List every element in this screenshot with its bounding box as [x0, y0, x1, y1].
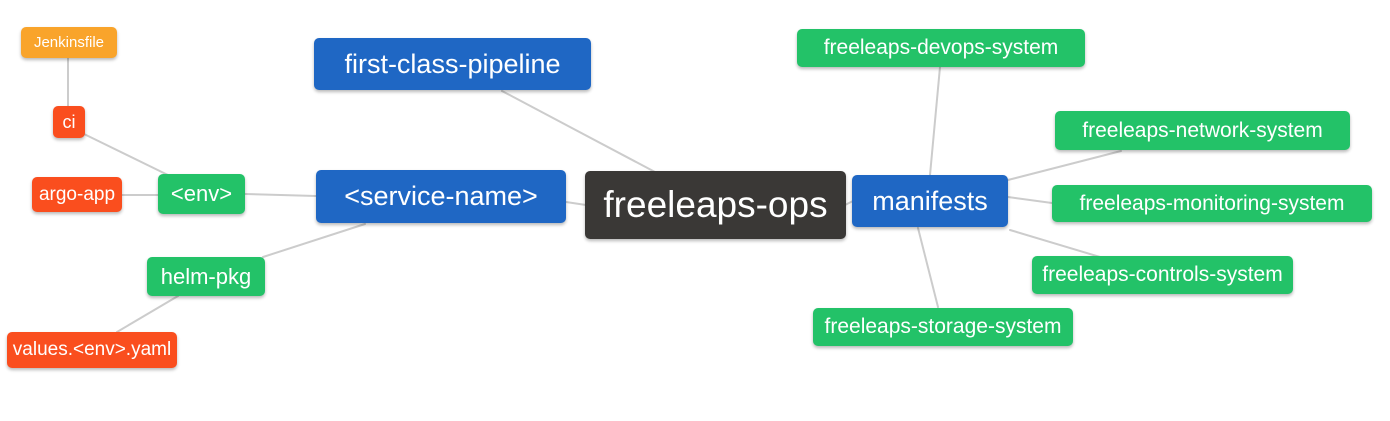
edge-manifests-devops [929, 66, 941, 176]
node-service-name[interactable]: <service-name> [316, 170, 566, 223]
node-env[interactable]: <env> [158, 174, 245, 214]
node-jenkinsfile[interactable]: Jenkinsfile [21, 27, 117, 58]
node-freeleaps-devops-system[interactable]: freeleaps-devops-system [797, 29, 1085, 67]
node-freeleaps-network-system[interactable]: freeleaps-network-system [1055, 111, 1350, 150]
node-argo-app[interactable]: argo-app [32, 177, 122, 212]
node-values-env-yaml[interactable]: values.<env>.yaml [7, 332, 177, 368]
edge-pipeline-ops [501, 90, 656, 173]
node-freeleaps-storage-system[interactable]: freeleaps-storage-system [813, 308, 1073, 346]
edge-helm-service [262, 223, 366, 258]
node-first-class-pipeline[interactable]: first-class-pipeline [314, 38, 591, 90]
node-ci[interactable]: ci [53, 106, 85, 138]
node-freeleaps-ops[interactable]: freeleaps-ops [585, 171, 846, 239]
node-helm-pkg[interactable]: helm-pkg [147, 257, 265, 296]
edge-manifests-monitoring [1007, 196, 1053, 204]
edge-env-service [244, 193, 317, 197]
node-freeleaps-monitoring-system[interactable]: freeleaps-monitoring-system [1052, 185, 1372, 222]
edge-manifests-storage [917, 227, 939, 308]
node-manifests[interactable]: manifests [852, 175, 1008, 227]
node-freeleaps-controls-system[interactable]: freeleaps-controls-system [1032, 256, 1293, 294]
edge-manifests-controls [1009, 229, 1101, 258]
edge-service-ops [565, 201, 587, 206]
edge-manifests-network [1007, 150, 1122, 181]
edge-values-helm [116, 295, 179, 333]
edge-ci-env [83, 133, 173, 178]
